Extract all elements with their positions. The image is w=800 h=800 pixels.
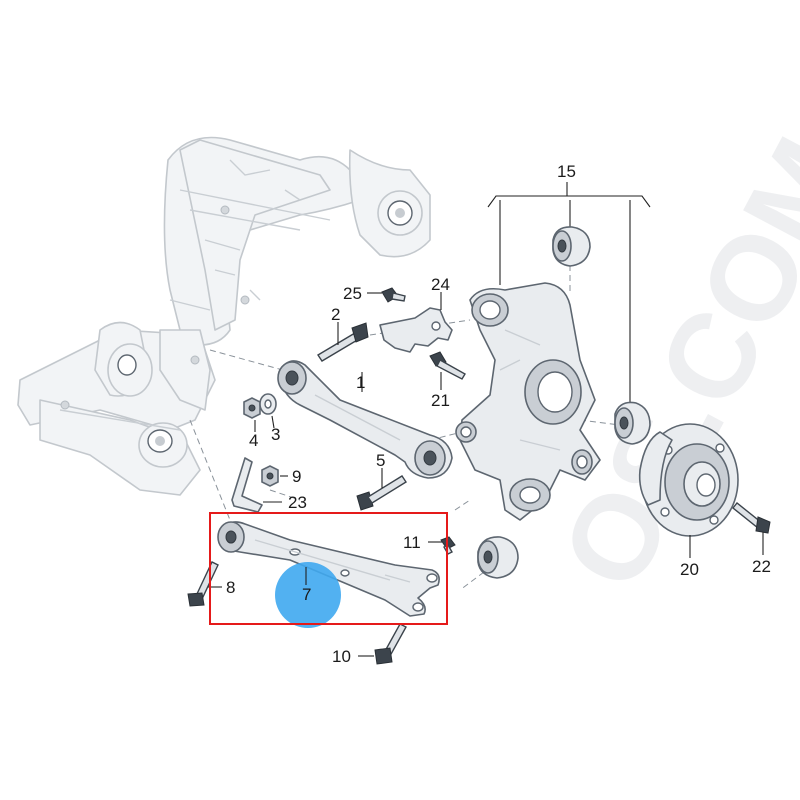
wheel-bearing-housing xyxy=(455,282,601,521)
washer-3: 3 xyxy=(259,393,280,444)
callout-23: 23 xyxy=(288,493,307,512)
callout-3: 3 xyxy=(271,425,280,444)
callout-9: 9 xyxy=(292,467,301,486)
callout-20: 20 xyxy=(680,560,699,579)
wheel-hub: 20 xyxy=(638,423,739,579)
callout-22: 22 xyxy=(752,557,771,576)
highlight-dot xyxy=(275,562,341,628)
callout-10: 10 xyxy=(332,647,351,666)
callout-15-bracket: 15 xyxy=(487,162,651,405)
callout-7: 7 xyxy=(302,585,311,604)
bolt-10: 10 xyxy=(332,623,407,666)
lower-control-arm xyxy=(217,521,440,617)
callout-25: 25 xyxy=(343,284,362,303)
callout-24: 24 xyxy=(431,275,450,294)
bushing-upper xyxy=(552,226,591,267)
bolt-5: 5 xyxy=(356,451,407,511)
bolt-22: 22 xyxy=(732,502,771,576)
highlight-box xyxy=(209,512,448,625)
upper-control-arm: 1 xyxy=(277,360,453,479)
nut-9: 9 xyxy=(261,465,301,487)
callout-11: 11 xyxy=(403,533,421,552)
callout-8: 8 xyxy=(226,578,235,597)
bracket-24: 24 xyxy=(379,275,453,353)
bracket-23: 23 xyxy=(231,457,307,513)
callout-21: 21 xyxy=(431,391,450,410)
callout-1: 1 xyxy=(356,373,365,392)
callout-5: 5 xyxy=(376,451,385,470)
callout-15: 15 xyxy=(557,162,576,181)
callout-2: 2 xyxy=(331,305,340,324)
bolt-21: 21 xyxy=(429,351,466,410)
nut-4: 4 xyxy=(243,397,261,450)
bolt-25: 25 xyxy=(343,284,406,303)
bolt-2: 2 xyxy=(317,305,369,362)
bolt-8: 8 xyxy=(187,561,235,607)
rear-subframe xyxy=(17,136,431,496)
bushing-trailing xyxy=(477,536,519,579)
callout-4: 4 xyxy=(249,431,258,450)
bushing-lower xyxy=(614,401,651,445)
